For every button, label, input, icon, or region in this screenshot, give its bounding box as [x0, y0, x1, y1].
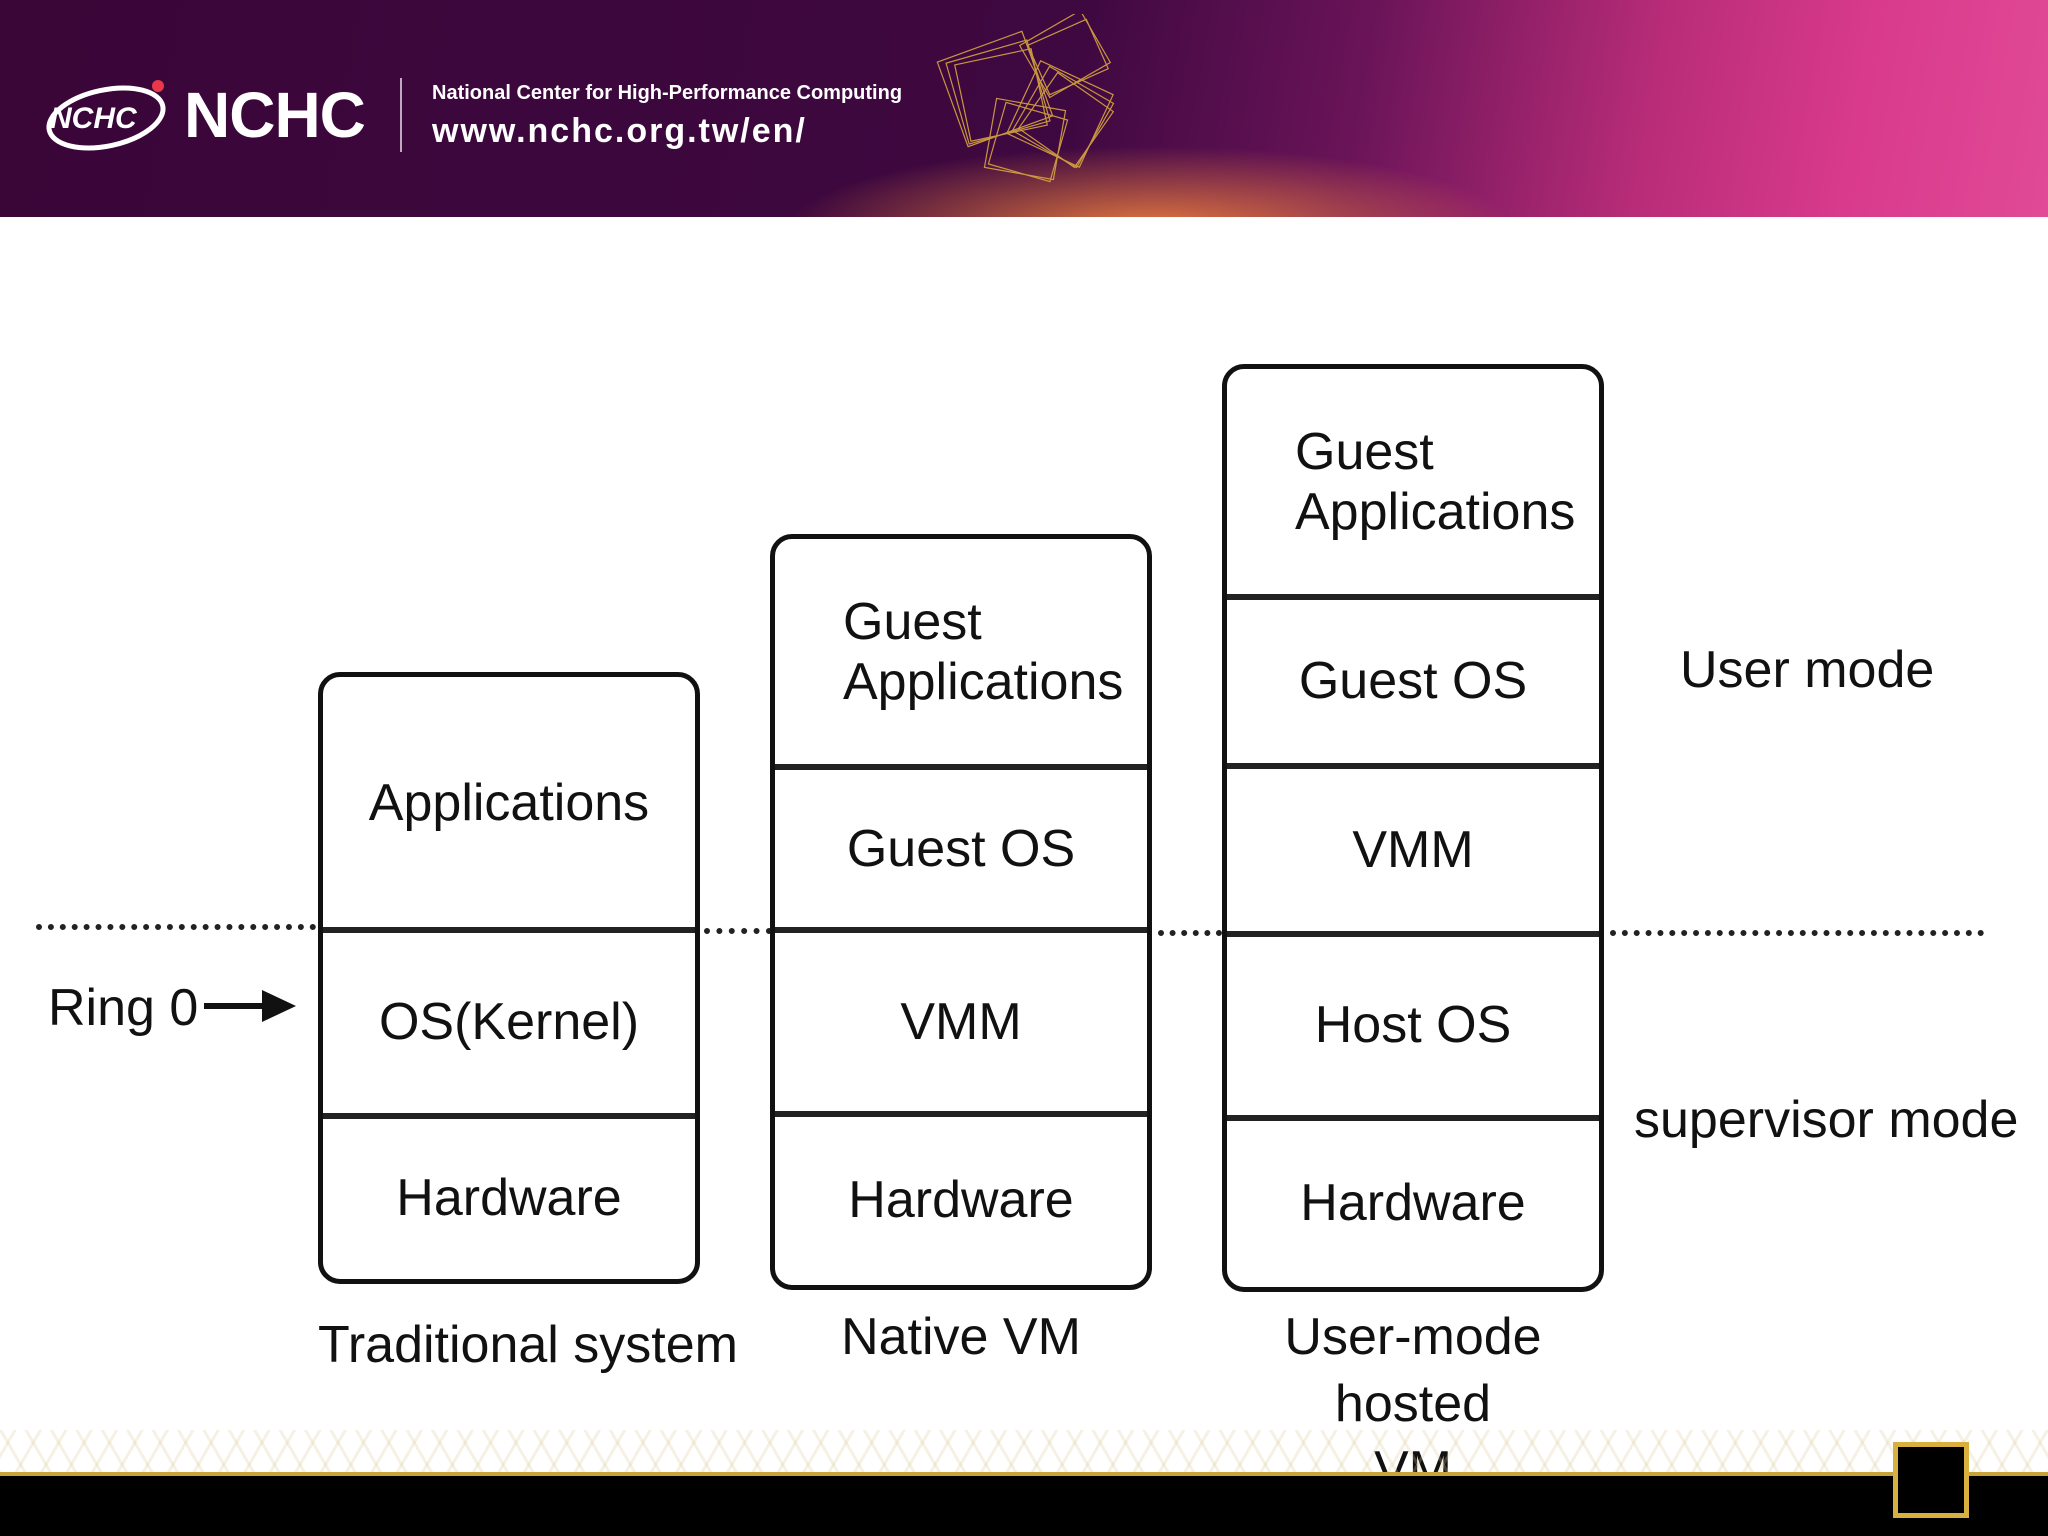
layer-separator [323, 1113, 695, 1119]
ring-0-label: Ring 0 [48, 979, 199, 1037]
mode-divider-line [1158, 930, 1222, 936]
layer-hardware: Hardware [1300, 1174, 1526, 1233]
layer-vmm: VMM [900, 993, 1022, 1052]
layer-separator [775, 927, 1147, 933]
layer-guest-os: Guest OS [1298, 652, 1528, 711]
svg-text:NCHC: NCHC [50, 102, 138, 135]
stack-traditional-system: Applications OS(Kernel) Hardware [318, 672, 700, 1284]
layer-separator [1227, 931, 1599, 937]
mode-divider-line [36, 924, 316, 930]
stack-user-mode-hosted-vm: Guest Applications Guest OS VMM Host OS … [1222, 364, 1604, 1292]
layer-guest-applications: Guest Applications [1295, 423, 1576, 541]
caption-native-vm: Native VM [841, 1308, 1081, 1366]
org-url: www.nchc.org.tw/en/ [432, 112, 807, 150]
layer-separator [1227, 763, 1599, 769]
layer-hardware: Hardware [848, 1171, 1074, 1230]
supervisor-mode-label: supervisor mode [1634, 1091, 2019, 1149]
decorative-squares-icon [936, 14, 1115, 183]
layer-os-kernel: OS(Kernel) [378, 993, 640, 1052]
stack-native-vm: Guest Applications Guest OS VMM Hardware [770, 534, 1152, 1290]
header-banner: NCHC NCHC National Center for High-Perfo… [0, 0, 2048, 217]
layer-separator [1227, 594, 1599, 600]
footer-square-icon [1893, 1442, 1969, 1518]
banner-divider [400, 78, 402, 152]
layer-applications: Applications [368, 773, 650, 832]
mode-divider-line [704, 928, 772, 934]
logo-text: NCHC [184, 79, 366, 151]
layer-guest-os: Guest OS [846, 820, 1076, 879]
layer-separator [775, 764, 1147, 770]
caption-traditional-system: Traditional system [318, 1316, 738, 1374]
right-arrow-icon [204, 990, 296, 1022]
nchc-logo-icon: NCHC [46, 80, 166, 151]
layer-separator [323, 927, 695, 933]
layer-vmm: VMM [1352, 821, 1474, 880]
footer-bar [0, 1476, 2048, 1536]
layer-separator [1227, 1115, 1599, 1121]
layer-guest-applications: Guest Applications [843, 593, 1124, 711]
user-mode-label: User mode [1680, 641, 1935, 699]
mode-divider-line [1610, 930, 1984, 936]
layer-hardware: Hardware [396, 1169, 622, 1228]
layer-host-os: Host OS [1314, 996, 1512, 1055]
layer-separator [775, 1111, 1147, 1117]
footer-accent-line [0, 1472, 2048, 1477]
org-name: National Center for High-Performance Com… [432, 82, 903, 104]
footer-decoration [0, 1430, 2048, 1476]
